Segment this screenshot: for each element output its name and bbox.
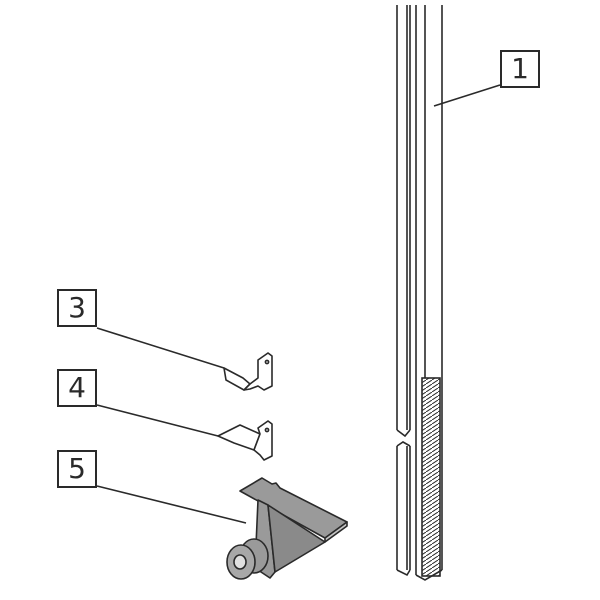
callout-1: 1 — [500, 50, 540, 88]
part-4-bracket — [217, 420, 273, 461]
callout-3: 3 — [57, 289, 97, 327]
part-5-support — [226, 477, 348, 580]
leader-lines — [96, 84, 501, 524]
part-3-bracket — [223, 352, 273, 391]
callout-5: 5 — [57, 450, 97, 488]
vertical-rail — [396, 5, 443, 581]
callout-4: 4 — [57, 369, 97, 407]
